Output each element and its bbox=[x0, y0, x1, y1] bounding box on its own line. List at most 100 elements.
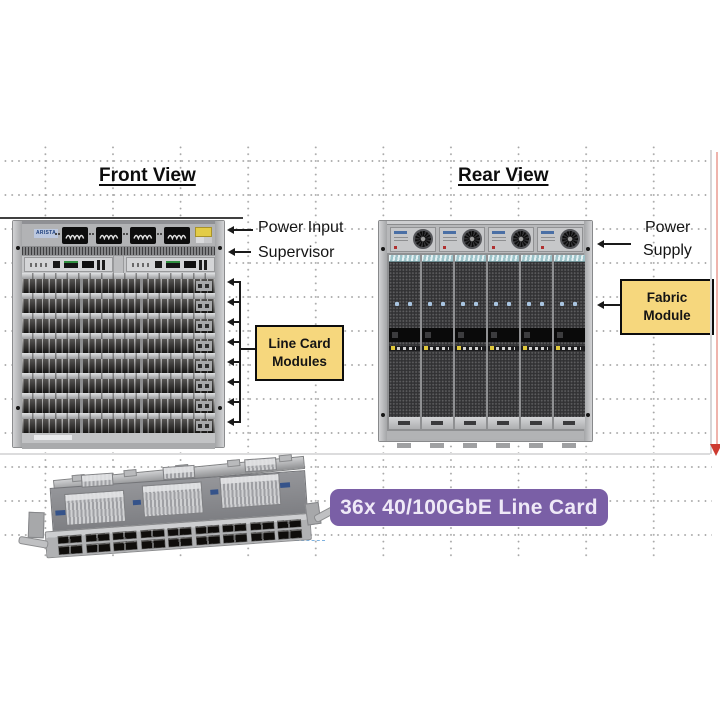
fabric-mid-notch bbox=[557, 332, 563, 338]
right-frame-line bbox=[710, 150, 712, 454]
connector-speck bbox=[573, 302, 577, 306]
emi-gasket-strip bbox=[455, 255, 486, 262]
psu-led bbox=[394, 245, 397, 249]
line-card-badge: 36x 40/100GbE Line Card bbox=[330, 489, 608, 526]
panel-dots bbox=[123, 233, 128, 235]
power-supply-arrow-line bbox=[604, 243, 631, 245]
label-dashes bbox=[430, 347, 449, 350]
line-card-status-block bbox=[196, 401, 212, 411]
line-card-arrow-line bbox=[234, 281, 241, 283]
front-line-card-slots bbox=[22, 273, 215, 433]
status-led bbox=[198, 424, 202, 428]
connector-speck bbox=[540, 302, 544, 306]
handle-slot bbox=[563, 421, 575, 425]
chassis-foot bbox=[496, 443, 510, 448]
fabric-handle bbox=[389, 417, 420, 429]
screw-dot bbox=[586, 247, 590, 251]
port-group-separator bbox=[80, 299, 83, 313]
line-card-latch-strip bbox=[22, 333, 215, 339]
yellow-label-chip bbox=[391, 346, 395, 350]
port-group-separator bbox=[80, 279, 83, 293]
qsfp-port-pair bbox=[58, 544, 83, 555]
front-line-card bbox=[22, 353, 215, 373]
fabric-mid-band bbox=[455, 328, 486, 342]
connector-speck bbox=[560, 302, 564, 306]
port-group-separator bbox=[80, 379, 83, 393]
front-base-edge bbox=[22, 443, 215, 449]
supervisor-arrow-line bbox=[235, 251, 251, 253]
screw-dot bbox=[586, 413, 590, 417]
power-supply-unit bbox=[439, 226, 485, 252]
status-led bbox=[205, 364, 209, 368]
status-led bbox=[205, 384, 209, 388]
line-card-port-row bbox=[22, 419, 215, 433]
power-supply-arrowhead-icon bbox=[597, 239, 604, 248]
rear-top-edge bbox=[387, 221, 584, 225]
line-card-status-block bbox=[196, 421, 212, 431]
port-group-separator bbox=[140, 419, 143, 433]
heatsink-large bbox=[141, 481, 204, 518]
fan-icon bbox=[413, 229, 433, 249]
indicator-dots bbox=[132, 263, 150, 267]
front-line-card bbox=[22, 273, 215, 293]
port-group-separator bbox=[140, 399, 143, 413]
slot-bar bbox=[102, 260, 105, 270]
handle-slot bbox=[398, 421, 410, 425]
screw-dot bbox=[15, 246, 20, 250]
qsfp-port-pair bbox=[113, 541, 138, 551]
line-card-callout-connector bbox=[240, 348, 255, 350]
line-card-port-row bbox=[22, 379, 215, 393]
emi-gasket-strip bbox=[488, 255, 519, 262]
fan-icon bbox=[511, 229, 531, 249]
power-cord-icon bbox=[167, 234, 187, 240]
fabric-label-strip bbox=[521, 346, 552, 351]
qsfp-port-pair bbox=[223, 533, 247, 543]
label-dashes bbox=[496, 347, 515, 350]
fabric-module-card bbox=[554, 255, 585, 429]
rear-view-title: Rear View bbox=[458, 165, 549, 186]
status-led bbox=[205, 424, 209, 428]
mgmt-port-pair bbox=[64, 261, 78, 268]
port-group-separator bbox=[80, 319, 83, 333]
label-dashes bbox=[562, 347, 581, 350]
fabric-module-card bbox=[488, 255, 519, 429]
power-cord-icon bbox=[133, 234, 153, 240]
fabric-mid-band bbox=[521, 328, 552, 342]
front-top-edge bbox=[22, 221, 215, 224]
line-card-status-block bbox=[196, 341, 212, 351]
supervisor-arrowhead-icon bbox=[228, 247, 235, 256]
fabric-mid-band bbox=[422, 328, 453, 342]
fabric-mid-notch bbox=[392, 332, 398, 338]
chassis-top-leader-line bbox=[0, 217, 243, 219]
front-power-strip: ARISTA bbox=[22, 224, 215, 247]
front-line-card bbox=[22, 293, 215, 313]
line-card-status-block bbox=[196, 321, 212, 331]
line-card-port-row bbox=[22, 399, 215, 413]
port-group-separator bbox=[140, 359, 143, 373]
line-card-port-row bbox=[22, 319, 215, 333]
port-group-separator bbox=[140, 379, 143, 393]
warning-sticker bbox=[195, 227, 212, 237]
fabric-label-strip bbox=[389, 346, 420, 351]
fabric-handle bbox=[521, 417, 552, 429]
line-card-port-row bbox=[22, 339, 215, 353]
fabric-handle bbox=[554, 417, 585, 429]
status-led bbox=[198, 404, 202, 408]
red-down-arrow-icon bbox=[709, 444, 720, 456]
fan-icon bbox=[462, 229, 482, 249]
front-line-card bbox=[22, 373, 215, 393]
callout-text-line: Fabric bbox=[646, 290, 688, 305]
fabric-perforated-body bbox=[488, 262, 519, 417]
power-supply-unit bbox=[537, 226, 583, 252]
handle-slot bbox=[431, 421, 443, 425]
power-supply-label-line1: Power bbox=[645, 219, 691, 236]
port-group-separator bbox=[80, 359, 83, 373]
yellow-label-chip bbox=[523, 346, 527, 350]
status-led bbox=[205, 324, 209, 328]
power-cord-icon bbox=[99, 234, 119, 240]
psu-text-lines bbox=[492, 236, 506, 243]
line-card-latch-strip bbox=[22, 293, 215, 299]
chassis-foot bbox=[463, 443, 477, 448]
indicator-dots bbox=[30, 263, 48, 267]
